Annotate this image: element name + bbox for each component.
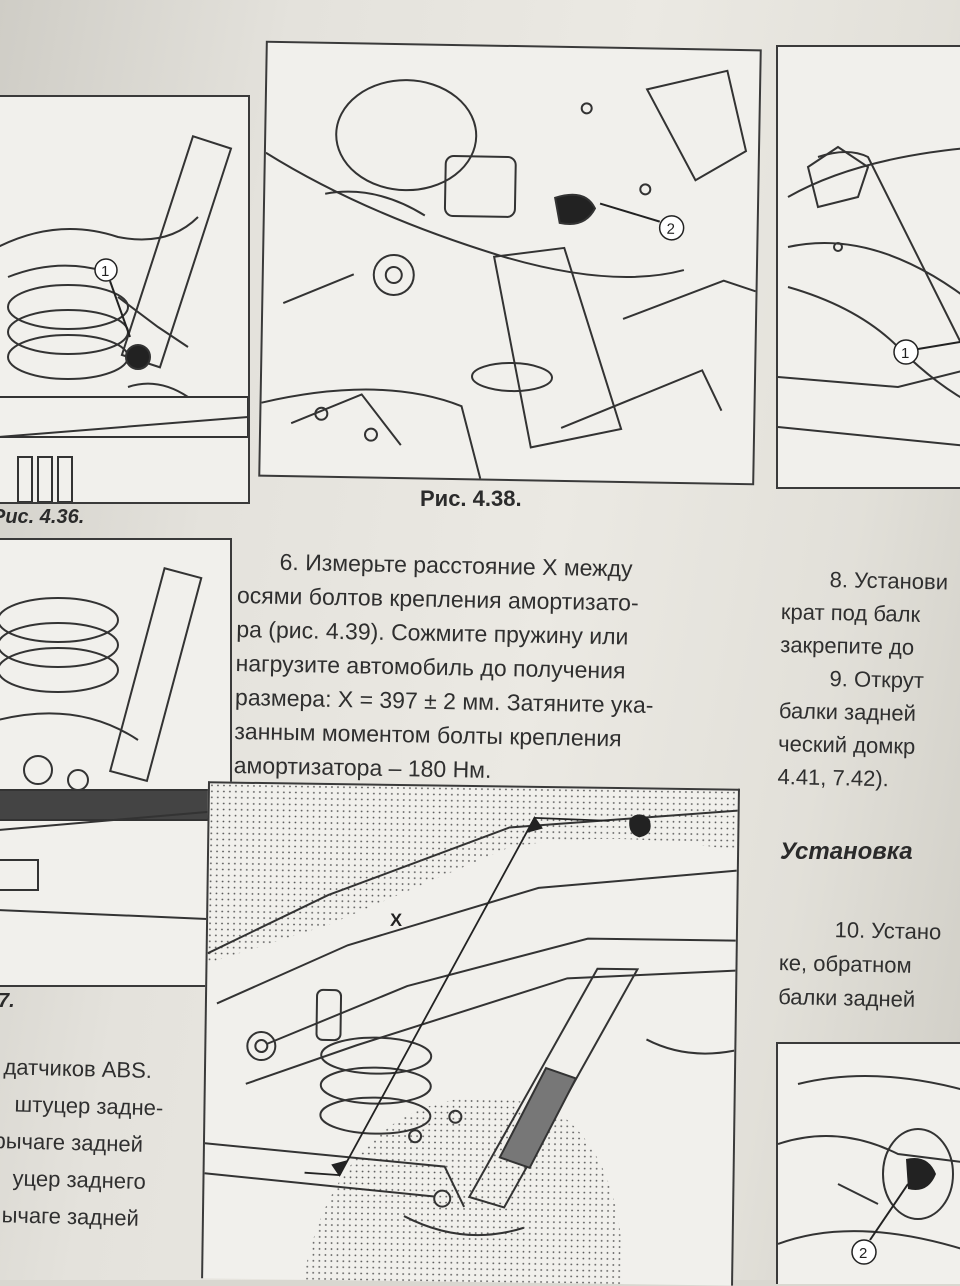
right-line-1: 8. Установи: [829, 567, 949, 595]
right-line-10: балки задней: [777, 983, 916, 1012]
right-line-5: балки задней: [778, 697, 917, 726]
figure-4-36: 1: [0, 95, 250, 504]
figure-right-bottom-illustration: 2: [778, 1075, 960, 1265]
callout-1-fig436: 1: [101, 263, 109, 280]
callout-2-fig438: 2: [666, 221, 675, 238]
figure-right-top-illustration: 1: [778, 145, 960, 447]
left-line-2: штуцер задне-: [14, 1091, 164, 1121]
left-line-5: ычаге задней: [1, 1202, 140, 1231]
figure-4-37: [0, 538, 232, 987]
figure-4-38-illustration: 2: [261, 69, 756, 479]
figure-4-38: 2: [258, 40, 762, 486]
figure-4-36-illustration: 1: [0, 134, 248, 502]
section-heading-installation: Установка: [780, 838, 913, 865]
right-line-2: крат под балк: [780, 598, 921, 627]
left-line-3: рычаге задней: [0, 1127, 144, 1157]
figure-4-38-caption: Рис. 4.38.: [420, 486, 522, 511]
callout-2-right-bottom: 2: [859, 1245, 867, 1262]
right-line-4: 9. Открут: [829, 666, 925, 693]
figure-right-top: 1: [776, 45, 960, 489]
step-6-paragraph: 6. Измерьте расстояние X между осями бол…: [233, 544, 757, 792]
right-line-9: ке, обратном: [778, 949, 912, 978]
callout-1-right: 1: [901, 345, 909, 362]
figure-4-39-illustration: X: [204, 783, 738, 1285]
right-column-text-b: 10. Устано ке, обратном балки задней: [778, 912, 960, 1018]
figure-4-37-caption: 7.: [0, 990, 15, 1012]
left-column-text: датчиков ABS. штуцер задне- рычаге задне…: [0, 1048, 226, 1239]
right-line-3: закрепите до: [780, 631, 915, 660]
right-column-text-a: 8. Установи крат под балк закрепите до 9…: [777, 562, 960, 797]
figure-right-bottom: 2: [776, 1042, 960, 1284]
right-line-6: ческий домкр: [777, 730, 916, 759]
figure-4-37-illustration: [0, 567, 230, 921]
right-line-7: 4.41, 7.42).: [777, 763, 890, 792]
dimension-x-label: X: [390, 910, 402, 930]
figure-4-36-caption: Рис. 4.36.: [0, 506, 85, 528]
figure-4-39: X: [201, 781, 740, 1286]
right-line-8: 10. Устано: [834, 917, 942, 945]
left-line-1: датчиков ABS.: [3, 1054, 153, 1084]
left-line-4: уцер заднего: [12, 1165, 147, 1194]
